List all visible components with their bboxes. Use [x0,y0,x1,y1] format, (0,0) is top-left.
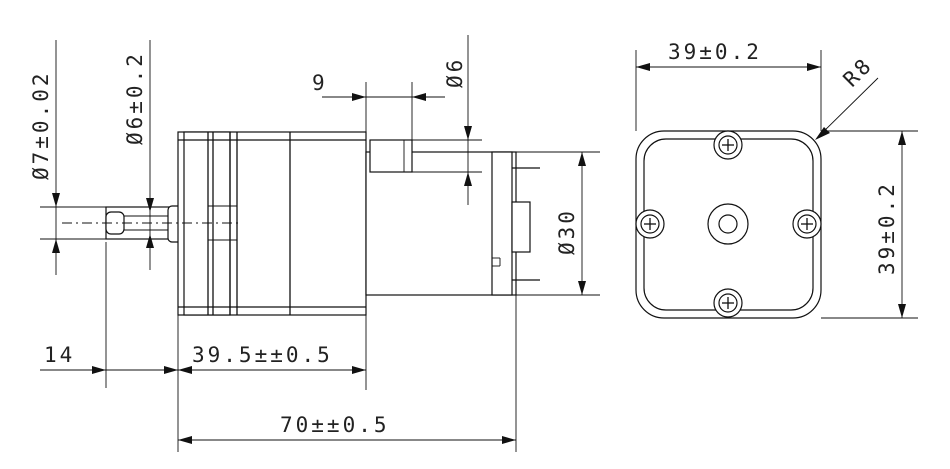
boss-length-label: 9 [312,71,328,95]
boss-diameter-dimension: Ø6 [412,35,482,205]
flange-width-label: 39±0.2 [668,40,762,64]
center-boss [707,203,749,245]
screw-top [713,130,743,160]
gearbox-diameter-dimension: Ø30 [516,151,600,296]
gearbox-boss [369,139,413,173]
flat-diameter-label: Ø6±0.2 [123,51,147,145]
total-length-label: 70±±0.5 [280,413,390,437]
gearbox-body [365,151,517,296]
screw-right [792,209,822,239]
connector-tab [511,201,531,253]
screw-bottom [713,288,743,318]
total-length-dimension: 70±±0.5 [178,295,517,452]
screw-left [635,209,665,239]
corner-radius-dimension: R8 [815,52,879,140]
gearbox-end-plate [491,151,513,296]
side-view: Ø7±0.02 Ø6±0.2 9 Ø6 [29,35,600,452]
motor-body [177,131,367,316]
gearbox [365,139,540,296]
center-boss-inner [718,214,738,234]
gearbox-length-label: 39.5±±0.5 [192,343,333,367]
gearbox-length-dimension: 39.5±±0.5 [106,295,367,452]
flange-height-dimension: 39±0.2 [821,130,918,319]
shaft-length-dimension: 14 [40,242,107,388]
front-flange [183,131,231,316]
corner-radius-label: R8 [839,52,878,91]
shaft-diameter-dimension: Ø7±0.02 [29,40,106,275]
front-view: 39±0.2 39±0.2 R8 [635,40,918,319]
gearbox-diameter-label: Ø30 [555,208,579,255]
boss-diameter-label: Ø6 [443,57,467,88]
shaft-diameter-label: Ø7±0.02 [29,70,53,180]
flat-diameter-dimension: Ø6±0.2 [123,40,154,270]
boss-length-dimension: 9 [312,71,445,152]
flange-width-dimension: 39±0.2 [635,40,822,131]
flange-height-label: 39±0.2 [875,181,899,275]
shaft-length-label: 14 [44,343,75,367]
